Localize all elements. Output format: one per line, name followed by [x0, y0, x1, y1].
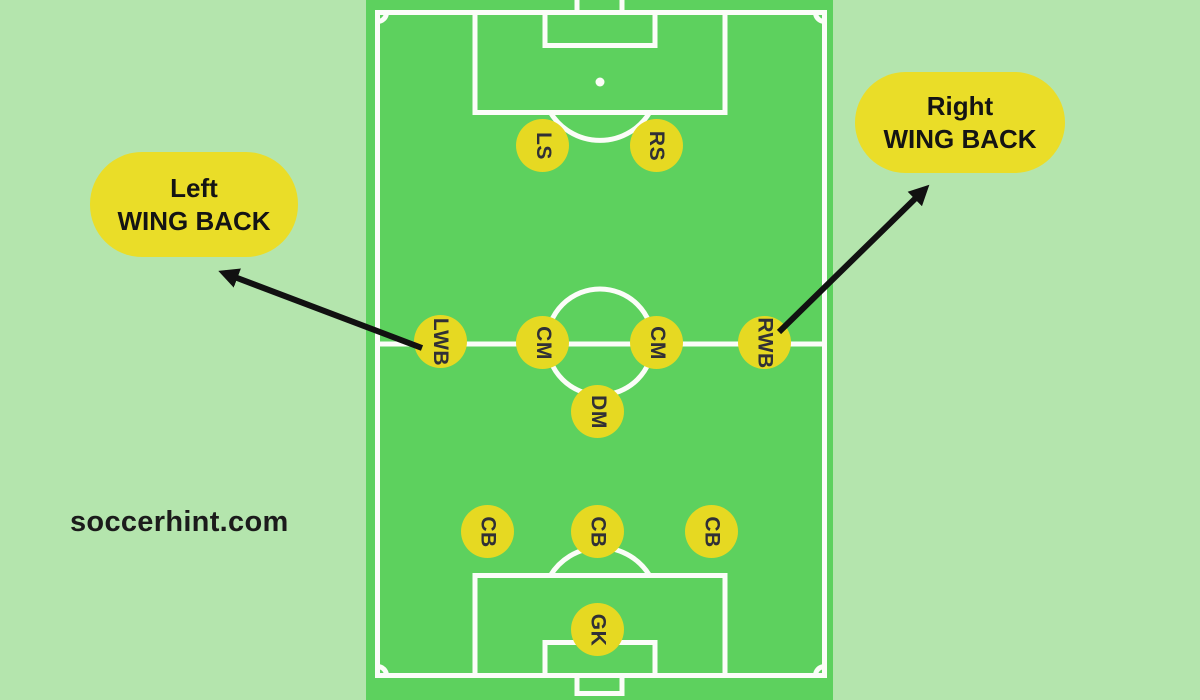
position-label: CM [645, 325, 669, 360]
position-label: LS [531, 131, 555, 160]
callout-line1: Right [926, 90, 994, 121]
corner-arc-bottom-left [377, 664, 389, 676]
position-marker-cb-center: CB [571, 505, 624, 558]
position-marker-ls: LS [516, 119, 569, 172]
position-marker-cb-left: CB [461, 505, 514, 558]
position-marker-lwb: LWB [414, 315, 467, 368]
position-label: CB [476, 515, 500, 548]
position-label: LWB [429, 317, 453, 366]
top-goal-area [542, 10, 658, 48]
callout-line2: WING BACK [117, 205, 271, 236]
position-label: GK [586, 613, 610, 646]
position-label: RS [645, 130, 669, 161]
position-label: CM [531, 325, 555, 360]
position-marker-rs: RS [630, 119, 683, 172]
corner-arc-top-right [813, 12, 825, 24]
website-branding: soccerhint.com [70, 506, 289, 538]
callout-left-wing-back: Left WING BACK [90, 152, 298, 257]
top-penalty-spot [595, 77, 605, 87]
position-marker-rwb: RWB [738, 316, 791, 369]
position-label: CB [586, 515, 610, 548]
position-marker-gk: GK [571, 603, 624, 656]
position-marker-cm-left: CM [516, 316, 569, 369]
position-label: RWB [753, 316, 777, 369]
position-marker-cm-right: CM [630, 316, 683, 369]
position-marker-cb-right: CB [685, 505, 738, 558]
corner-arc-bottom-right [813, 664, 825, 676]
position-label: DM [586, 394, 610, 429]
callout-line2: WING BACK [883, 123, 1037, 154]
callout-right-wing-back: Right WING BACK [855, 72, 1065, 173]
callout-line1: Left [170, 172, 218, 203]
position-label: CB [700, 515, 724, 548]
bottom-goal [574, 673, 625, 696]
position-marker-dm: DM [571, 385, 624, 438]
corner-arc-top-left [377, 12, 389, 24]
